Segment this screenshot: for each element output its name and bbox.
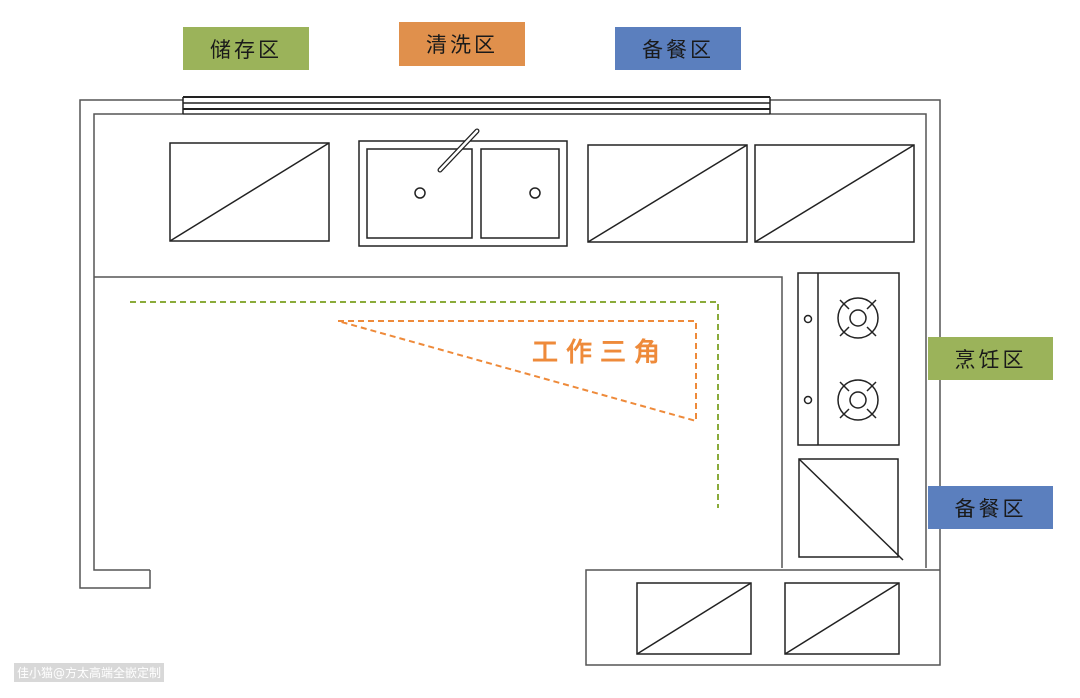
cabinet [636,582,752,655]
zone-label-prep-top: 备餐区 [615,27,741,70]
window [182,96,771,115]
outer-wall-outer [79,99,183,589]
outer-wall-right [585,99,941,666]
zone-label-washing: 清洗区 [399,22,525,66]
zone-label-cooking: 烹饪区 [928,337,1053,380]
zone-label-storage: 储存区 [183,27,309,70]
burner-icon [837,297,879,339]
walking-path [130,301,719,508]
counter-edge [94,276,783,568]
double-sink [358,128,568,247]
work-triangle-outline [337,320,697,423]
work-triangle-label: 工作三角 [532,338,669,368]
burner-icon [837,379,879,421]
knob-icon [803,395,813,405]
zone-label-prep-right: 备餐区 [928,486,1053,529]
knob-icon [803,314,813,324]
cabinet [754,144,915,243]
drain-icon [529,187,541,199]
cabinet [587,144,748,243]
watermark: 佳小猫@方太高端全嵌定制 [14,663,165,682]
outer-wall [93,113,927,571]
cabinet [784,582,900,655]
cabinet [169,142,330,242]
cabinet [798,458,904,561]
drain-icon [414,187,426,199]
gas-stove [797,272,900,446]
